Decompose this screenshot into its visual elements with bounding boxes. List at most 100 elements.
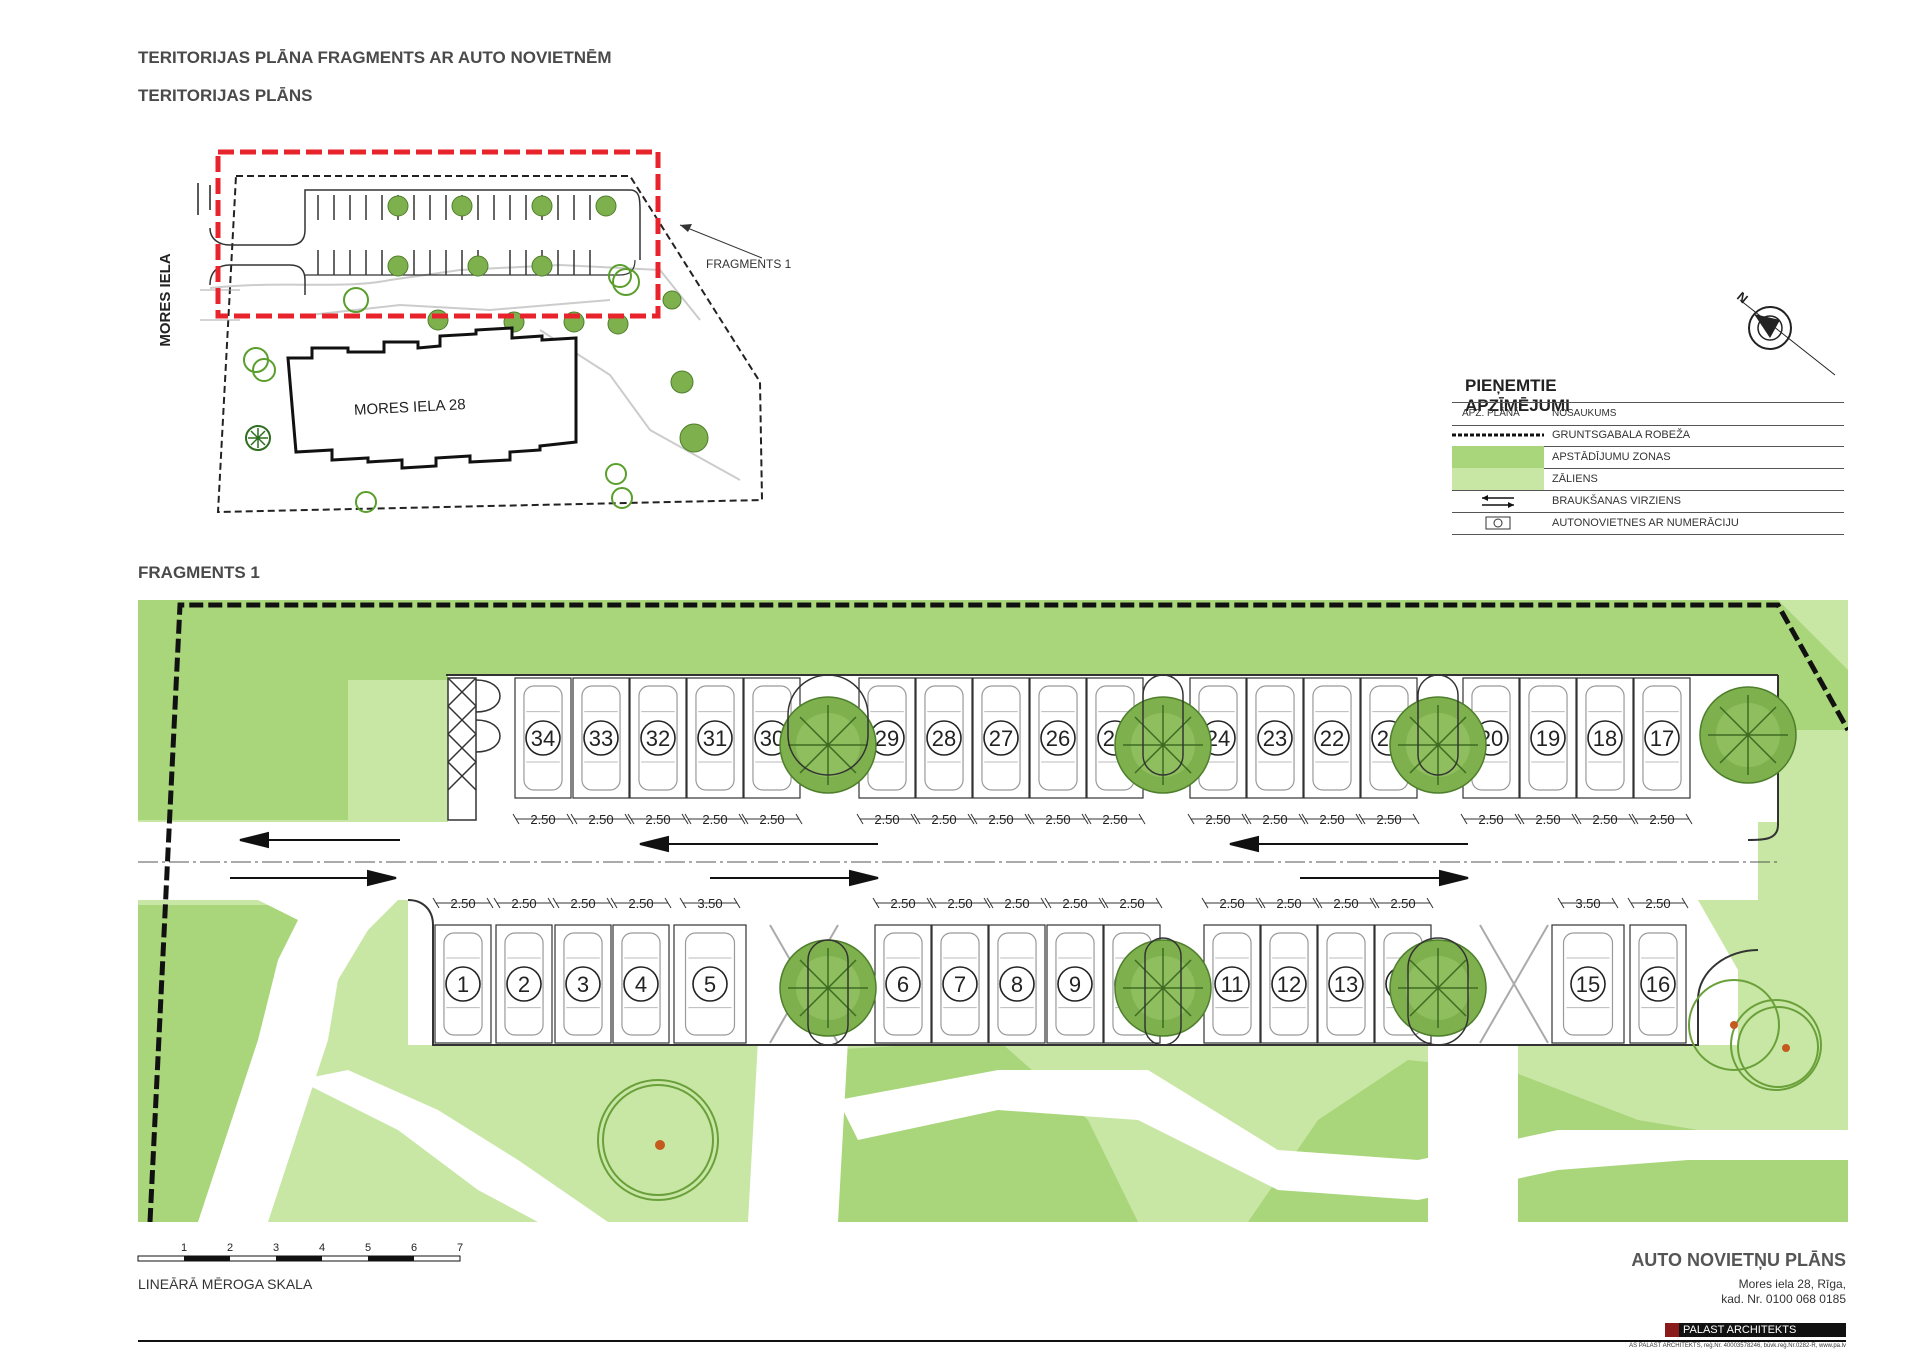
stall-number: 7	[954, 972, 966, 997]
dimension-label: 2.50	[450, 896, 475, 911]
legend-col-symbol: APZ. PLĀNĀ	[1462, 408, 1520, 419]
dashed-boundary-icon	[1452, 433, 1544, 437]
tree-pit	[1142, 674, 1184, 776]
dimension-label: 2.50	[1219, 896, 1244, 911]
dimension-label: 2.50	[628, 896, 653, 911]
scale-tick: 5	[365, 1242, 371, 1254]
stall-number-badge	[506, 966, 542, 1002]
stall-number-badge	[1587, 720, 1623, 756]
stall-number: 8	[1011, 972, 1023, 997]
dimension-label: 2.50	[1478, 812, 1503, 827]
legend-header-row: APZ. PLĀNĀ NOSAUKUMS	[1452, 402, 1844, 426]
blocked-stall	[1479, 924, 1549, 1044]
dimension-label: 2.50	[1004, 896, 1029, 911]
bottom-dimension-row: 2.50 2.50 2.50 2.50 3.50 2.50 2.50 2.50 2.50 2.50…	[432, 896, 1689, 911]
tree-pit	[787, 674, 869, 776]
dimension-label: 2.50	[1119, 896, 1144, 911]
legend-row-direction: BRAUKŠANAS VIRZIENS	[1452, 490, 1844, 513]
dimension-label: 2.50	[931, 812, 956, 827]
scale-segment	[276, 1256, 322, 1261]
page-title: TERITORIJAS PLĀNA FRAGMENTS AR AUTO NOVI…	[138, 48, 612, 67]
tree-pit	[1417, 674, 1459, 776]
fragment-frame	[215, 149, 661, 319]
north-label: N	[1734, 289, 1751, 307]
dimension-label: 2.50	[947, 896, 972, 911]
stall-number: 17	[1650, 726, 1674, 751]
stall-number-badge	[926, 720, 962, 756]
stall-number-badge	[942, 966, 978, 1002]
site-plan: MORES IELA 28 MORES IELA FRAGMENTS 1	[157, 149, 792, 514]
dimension-label: 2.50	[1062, 896, 1087, 911]
stall-number-badge	[1328, 966, 1364, 1002]
cadastre-number: kad. Nr. 0100 068 0185	[1721, 1292, 1846, 1306]
stall-number: 16	[1646, 972, 1670, 997]
legend-label-boundary: GRUNTSGABALA ROBEŽA	[1552, 429, 1691, 441]
scale-segment	[184, 1256, 230, 1261]
stall-number: 18	[1593, 726, 1617, 751]
stall-number: 29	[875, 726, 899, 751]
stall-number: 3	[577, 972, 589, 997]
stall-number: 31	[703, 726, 727, 751]
legend-row-lawn: ZĀLIENS	[1452, 468, 1844, 491]
stall-number-badge	[565, 966, 601, 1002]
stall-number-badge	[640, 720, 676, 756]
existing-trees	[597, 979, 1822, 1201]
stall-number: 34	[531, 726, 555, 751]
dimension-label: 2.50	[511, 896, 536, 911]
stall-number: 26	[1046, 726, 1070, 751]
bottom-rule	[138, 1340, 1846, 1342]
stall-number-badge	[1530, 720, 1566, 756]
stall-number: 5	[704, 972, 716, 997]
building-label: MORES IELA 28	[354, 396, 466, 419]
scale-tick: 7	[457, 1242, 463, 1254]
dimension-label: 3.50	[697, 896, 722, 911]
direction-arrows-icon	[1482, 495, 1514, 508]
dimension-label: 2.50	[1333, 896, 1358, 911]
stall-number-badge	[885, 966, 921, 1002]
stall-number: 12	[1277, 972, 1301, 997]
fragment-callout: FRAGMENTS 1	[706, 257, 792, 271]
tree-pit	[1144, 937, 1182, 1046]
direction-arrows	[230, 831, 1469, 887]
stall-number: 4	[635, 972, 647, 997]
legend-label-planting: APSTĀDĪJUMU ZONAS	[1552, 451, 1671, 463]
fragment-title: FRAGMENTS 1	[138, 563, 260, 582]
stall-number: 22	[1320, 726, 1344, 751]
stall-number-badge	[583, 720, 619, 756]
dimension-label: 2.50	[890, 896, 915, 911]
fragment-boundary	[147, 602, 1848, 1222]
stall-number: 32	[646, 726, 670, 751]
street-label: MORES IELA	[157, 253, 174, 347]
scale-label: LINEĀRĀ MĒROGA SKALA	[138, 1276, 313, 1292]
dimension-label: 2.50	[1376, 812, 1401, 827]
planting-zone-swatch	[1452, 446, 1544, 468]
project-address: Mores iela 28, Rīga,	[1738, 1277, 1846, 1291]
scale-segment	[368, 1256, 414, 1261]
dimension-label: 2.50	[530, 812, 555, 827]
building-outline	[286, 326, 578, 470]
trees	[779, 674, 1797, 1046]
dimension-label: 2.50	[1262, 812, 1287, 827]
north-arrow-icon: N	[1734, 289, 1836, 376]
stall-number: 9	[1069, 972, 1081, 997]
stall-number: 23	[1263, 726, 1287, 751]
firm-footer: AS PALAST ARCHITEKTS, reģ.Nr. 4000357824…	[1629, 1343, 1846, 1349]
firm-bar: PALAST ARCHITEKTS	[1665, 1323, 1846, 1337]
scale-tick: 6	[411, 1242, 417, 1254]
stall-number-badge	[623, 966, 659, 1002]
dimension-label: 2.50	[1649, 812, 1674, 827]
tree-marker	[1782, 1044, 1790, 1052]
dimension-label: 2.50	[570, 896, 595, 911]
stall-number: 1	[457, 972, 469, 997]
legend-label-direction: BRAUKŠANAS VIRZIENS	[1552, 495, 1681, 507]
stall-number-badge	[1314, 720, 1350, 756]
tree-marker	[655, 1140, 665, 1150]
site-plan-title: TERITORIJAS PLĀNS	[138, 86, 313, 105]
lawn-swatch	[1452, 468, 1544, 490]
stall-number-badge	[999, 966, 1035, 1002]
bike-rack	[447, 677, 501, 821]
scale-tick: 3	[273, 1242, 279, 1254]
stall-number: 19	[1536, 726, 1560, 751]
stall-number-badge	[1570, 966, 1606, 1002]
